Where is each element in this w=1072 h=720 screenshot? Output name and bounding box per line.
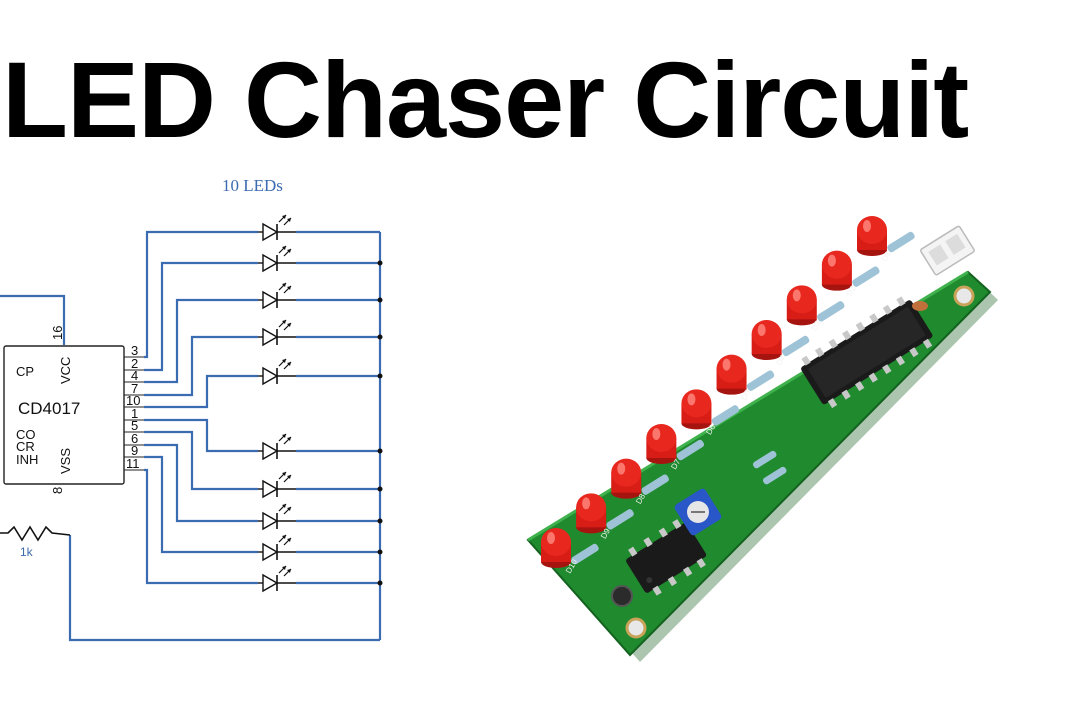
power-connector xyxy=(920,225,975,276)
out-pin-number: 7 xyxy=(131,381,138,396)
led-count-label: 10 LEDs xyxy=(222,176,283,195)
out-pin-number: 3 xyxy=(131,343,138,358)
out-pin-number: 11 xyxy=(126,456,140,471)
mount-hole xyxy=(953,285,975,307)
board-led: D1 xyxy=(857,216,915,263)
led-symbol xyxy=(258,565,296,593)
pin-inh-label: INH xyxy=(16,452,38,467)
pin-8-label: 8 xyxy=(50,487,65,494)
pin-co-label: CO xyxy=(16,427,36,442)
pin-cr-label: CR xyxy=(16,439,35,454)
ic-cd4017 xyxy=(3,345,125,485)
vcc-label: VCC xyxy=(58,357,73,384)
pin-16-label: 16 xyxy=(50,326,65,340)
capacitor-c2 xyxy=(611,585,633,607)
board-led: D10 xyxy=(541,528,599,575)
mount-hole xyxy=(625,617,647,639)
board-led: D2 xyxy=(821,250,880,298)
board-led: D5 xyxy=(716,354,775,402)
vcc-wire xyxy=(0,294,66,345)
board-led: D7 xyxy=(646,424,705,471)
schematic: 10 LEDs CD4017 CP CO CR INH VCC VSS 16 8… xyxy=(0,176,383,642)
led-symbol xyxy=(258,503,296,531)
page-title: LED Chaser Circuit xyxy=(2,39,969,160)
led-symbols xyxy=(258,214,296,593)
board-led: D9 xyxy=(576,493,634,540)
ic-u2 xyxy=(626,519,707,596)
out-pin-number: 6 xyxy=(131,431,138,446)
board-led: D3 xyxy=(786,285,845,332)
led-symbol xyxy=(258,471,296,499)
board-led: D8 xyxy=(611,458,669,506)
led-symbol xyxy=(258,245,296,273)
potentiometer-vr1 xyxy=(674,488,722,536)
pin-cp-label: CP xyxy=(16,364,34,379)
out-pin-number: 4 xyxy=(131,368,138,383)
junction-dots xyxy=(377,260,383,586)
board-led: D4 xyxy=(751,320,810,367)
out-pin-number: 5 xyxy=(131,418,138,433)
led-symbol xyxy=(258,358,296,386)
out-pin-number: 2 xyxy=(131,356,138,371)
resistor-label: 1k xyxy=(20,545,34,559)
led-symbol xyxy=(258,433,296,461)
resistor-r1-r2 xyxy=(752,450,787,485)
vss-label: VSS xyxy=(58,448,73,474)
out-pin-number: 1 xyxy=(131,406,138,421)
capacitor-c1 xyxy=(912,301,928,311)
ic-u1 xyxy=(801,296,933,409)
resistor-symbol xyxy=(0,525,71,542)
ic-name: CD4017 xyxy=(18,399,80,418)
led-symbol xyxy=(258,534,296,562)
out-pin-number: 9 xyxy=(131,443,138,458)
out-pin-number: 10 xyxy=(126,393,140,408)
led-symbol xyxy=(258,319,296,347)
led-symbol xyxy=(258,282,296,310)
led-symbol xyxy=(258,214,296,242)
board-led: D6 xyxy=(681,389,740,436)
